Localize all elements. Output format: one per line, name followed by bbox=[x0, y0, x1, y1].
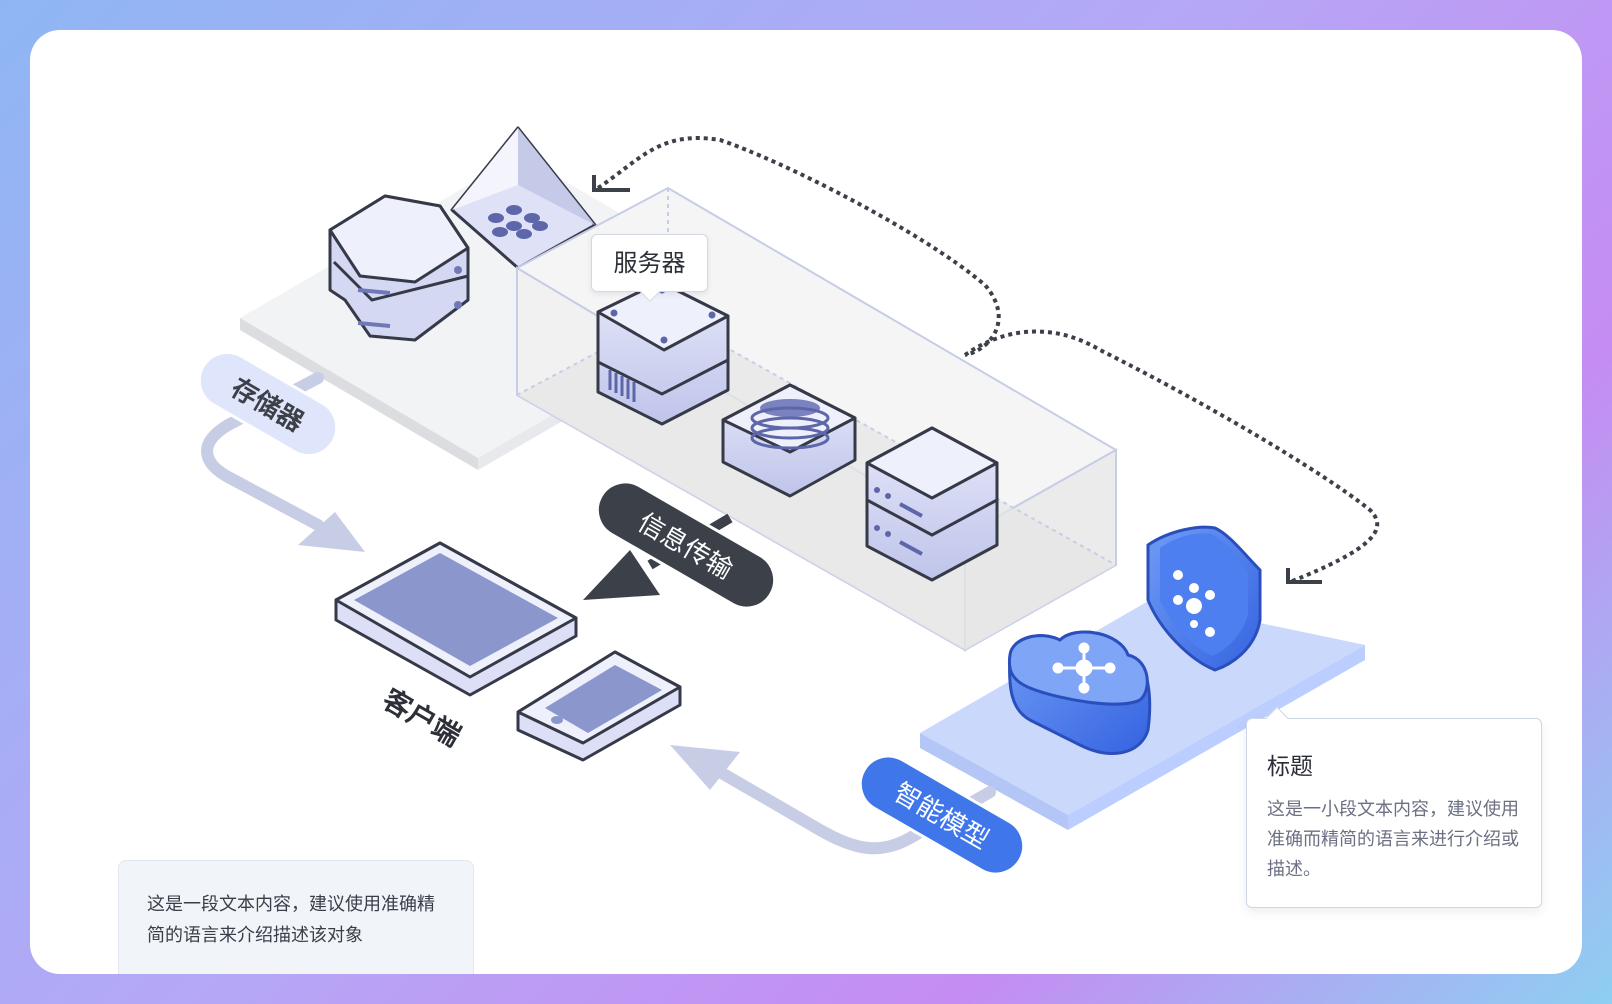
note-card-body: 这是一段文本内容，建议使用准确精简的语言来介绍描述该对象 bbox=[147, 894, 435, 946]
info-card-title: 标题 bbox=[1267, 754, 1313, 780]
diagram-card: 存储器 信息传输 客户端 bbox=[30, 30, 1582, 974]
tablet-icon bbox=[334, 541, 578, 697]
server-tooltip: 服务器 bbox=[591, 234, 708, 292]
client-label: 客户端 bbox=[377, 682, 466, 753]
pyramid-storage-icon bbox=[450, 126, 597, 270]
cloud-model-icon bbox=[1007, 630, 1152, 755]
shield-model-icon bbox=[1146, 525, 1262, 672]
storage-to-client-arrow bbox=[201, 372, 365, 552]
database-unit-icon bbox=[721, 383, 857, 498]
isometric-diagram: 存储器 信息传输 客户端 bbox=[197, 126, 1380, 876]
note-card: 这是一段文本内容，建议使用准确精简的语言来介绍描述该对象 bbox=[118, 860, 474, 974]
phone-icon bbox=[516, 650, 682, 762]
info-card-body: 这是一小段文本内容，建议使用准确而精简的语言来进行介绍或描述。 bbox=[1267, 799, 1519, 880]
hexagon-storage-icon bbox=[328, 194, 470, 342]
rack-server-icon bbox=[865, 426, 999, 582]
server-unit-icon bbox=[596, 280, 730, 426]
feedback-dotted-arrow bbox=[592, 136, 1380, 584]
model-to-client-arrow bbox=[670, 745, 996, 855]
info-card: 标题 这是一小段文本内容，建议使用准确而精简的语言来进行介绍或描述。 bbox=[1246, 718, 1542, 908]
